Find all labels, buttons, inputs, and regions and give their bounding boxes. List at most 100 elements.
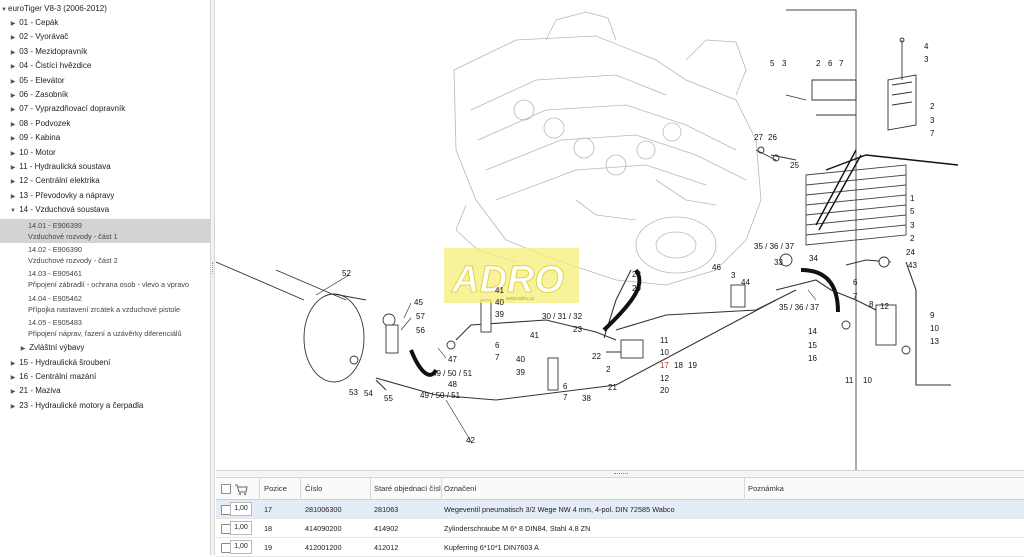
callout-8: 8 [869, 300, 874, 309]
engine-drawing [453, 11, 762, 286]
tree-item[interactable]: ▶ 11 - Hydraulická soustava [0, 160, 210, 174]
small-parts [382, 253, 911, 391]
caret-right-icon[interactable]: ▶ [10, 35, 16, 42]
tree-root[interactable]: ▼euroTiger V8-3 (2006-2012) [0, 2, 210, 16]
header-stare-cislo[interactable]: Staré objednací čísl [374, 484, 441, 493]
tree-subitem[interactable]: 14.04 - E905462 Přípojka nastavení zrcát… [28, 293, 181, 314]
tree-item[interactable]: ▶ 16 - Centrální mazání [0, 370, 210, 384]
caret-right-icon[interactable]: ▶ [20, 345, 26, 352]
callout-49-50-51-b: 49 / 50 / 51 [420, 391, 461, 400]
callout-45: 45 [414, 298, 423, 307]
callout-3-top: 3 [924, 55, 929, 64]
caret-right-icon[interactable]: ▶ [10, 403, 16, 410]
callout-26: 26 [768, 133, 777, 142]
cell-oznaceni: Wegeventil pneumatisch 3/2 Wege NW 4 mm,… [444, 505, 675, 514]
horizontal-splitter[interactable] [216, 470, 1024, 478]
quantity-input[interactable]: 1,00 [230, 502, 252, 516]
tree-subitem[interactable]: 14.05 - E905483 Připojení náprav, řazení… [28, 318, 182, 339]
callout-19: 19 [688, 361, 697, 370]
grid-header: Pozice Číslo Staré objednací čísl Označe… [216, 478, 1024, 500]
cart-icon[interactable] [234, 478, 254, 499]
callout-5b: 5 [910, 207, 915, 216]
caret-right-icon[interactable]: ▶ [10, 165, 16, 171]
cell-cislo: 281006300 [305, 505, 342, 514]
caret-right-icon[interactable]: ▶ [10, 107, 16, 114]
cell-poznamka [748, 519, 948, 537]
caret-right-icon[interactable]: ▶ [10, 193, 16, 200]
tree-item[interactable]: ▶ 05 - Elevátor [0, 74, 210, 88]
tree-item[interactable]: ▶ 13 - Převodovky a nápravy [0, 189, 210, 203]
header-poznamka[interactable]: Poznámka [748, 484, 784, 493]
caret-right-icon[interactable]: ▶ [10, 121, 16, 128]
tree-item[interactable]: ▶ 02 - Vyorávač [0, 30, 210, 44]
caret-right-icon[interactable]: ▶ [10, 375, 16, 381]
splitter-grip[interactable] [212, 262, 214, 274]
caret-right-icon[interactable]: ▶ [10, 389, 16, 396]
callout-40b: 40 [516, 355, 525, 364]
callout-57: 57 [416, 312, 425, 321]
callout-2b: 2 [910, 234, 915, 243]
table-row[interactable]: 1,00 19 412001200 412012 Kupferring 6*10… [216, 538, 1024, 557]
callout-7c: 7 [563, 393, 568, 402]
tree-item[interactable]: ▶ 21 - Maziva [0, 384, 210, 398]
caret-down-icon[interactable]: ▼ [1, 7, 7, 13]
splitter-grip-h[interactable] [614, 473, 628, 475]
cell-oznaceni: Zylinderschraube M 6* 8 DIN84, Stahl 4.8… [444, 524, 591, 533]
cell-oznaceni: Kupferring 6*10*1 DIN7603 A [444, 543, 539, 552]
callout-13: 13 [930, 337, 939, 346]
tree-item[interactable]: ▶ 23 - Hydraulické motory a čerpadla [0, 399, 210, 413]
callout-10: 10 [660, 348, 669, 357]
caret-down-icon[interactable]: ▼ [10, 208, 16, 215]
tree-item[interactable]: ▼ 14 - Vzduchová soustava [0, 203, 210, 217]
table-row[interactable]: 1,00 18 414090200 414902 Zylinderschraub… [216, 519, 1024, 538]
caret-right-icon[interactable]: ▶ [10, 64, 16, 71]
cell-stare-cislo: 414902 [374, 524, 399, 533]
callout-43: 43 [908, 261, 917, 270]
callout-55: 55 [384, 394, 393, 403]
tree-item[interactable]: ▶ 03 - Mezidopravník [0, 45, 210, 59]
callout-53: 53 [349, 388, 358, 397]
caret-right-icon[interactable]: ▶ [10, 78, 16, 85]
callout-20: 20 [660, 386, 669, 395]
tree-subitem[interactable]: 14.02 - E906390 Vzduchové rozvody - část… [28, 245, 118, 265]
tree-item[interactable]: ▶ 10 - Motor [0, 146, 210, 160]
tree-item[interactable]: ▶ 09 - Kabina [0, 131, 210, 145]
callout-6d: 6 [853, 278, 858, 287]
tree-item-special[interactable]: ▶ Zvláštní výbavy [0, 341, 210, 355]
callout-12: 12 [660, 374, 669, 383]
select-all-checkbox[interactable] [221, 484, 231, 494]
callout-3b: 3 [910, 221, 915, 230]
tree-item[interactable]: ▶ 07 - Vyprazdňovací dopravník [0, 102, 210, 116]
callout-11: 11 [660, 336, 669, 345]
cell-pozice: 17 [264, 505, 273, 514]
table-row[interactable]: 1,00 17 281006300 281063 Wegeventil pneu… [216, 500, 1024, 519]
tree-item[interactable]: ▶ 12 - Centrální elektrika [0, 174, 210, 188]
header-cislo[interactable]: Číslo [305, 484, 323, 493]
callout-3: 3 [782, 59, 787, 68]
caret-right-icon[interactable]: ▶ [10, 93, 16, 99]
callout-39: 39 [495, 310, 504, 319]
tree-subitem[interactable]: 14.03 - E905461 Připojení zábradlí - och… [28, 269, 190, 290]
tree-item[interactable]: ▶ 01 - Cepák [0, 16, 210, 30]
tree-item[interactable]: ▶ 04 - Čistící hvězdice [0, 59, 210, 73]
cell-stare-cislo: 412012 [374, 543, 399, 552]
air-tank-drawing [216, 261, 367, 383]
caret-right-icon[interactable]: ▶ [10, 21, 16, 27]
caret-right-icon[interactable]: ▶ [10, 49, 16, 56]
tree-item[interactable]: ▶ 06 - Zasobník [0, 88, 210, 102]
quantity-input[interactable]: 1,00 [230, 521, 252, 535]
caret-right-icon[interactable]: ▶ [10, 150, 16, 157]
caret-right-icon[interactable]: ▶ [10, 179, 16, 186]
header-oznaceni[interactable]: Označení [444, 484, 477, 493]
caret-right-icon[interactable]: ▶ [10, 360, 16, 367]
caret-right-icon[interactable]: ▶ [10, 136, 16, 143]
quantity-input[interactable]: 1,00 [230, 540, 252, 554]
tree-subitem[interactable]: 14.01 - E906399 Vzduchové rozvody - část… [0, 218, 210, 243]
watermark-text: ADRO [451, 259, 564, 301]
vertical-splitter[interactable] [211, 0, 215, 555]
header-pozice[interactable]: Pozice [264, 484, 287, 493]
tree-item[interactable]: ▶ 15 - Hydraulická šroubení [0, 356, 210, 370]
callout-54: 54 [364, 389, 373, 398]
cooler-drawing [786, 9, 959, 470]
tree-item[interactable]: ▶ 08 - Podvozek [0, 117, 210, 131]
